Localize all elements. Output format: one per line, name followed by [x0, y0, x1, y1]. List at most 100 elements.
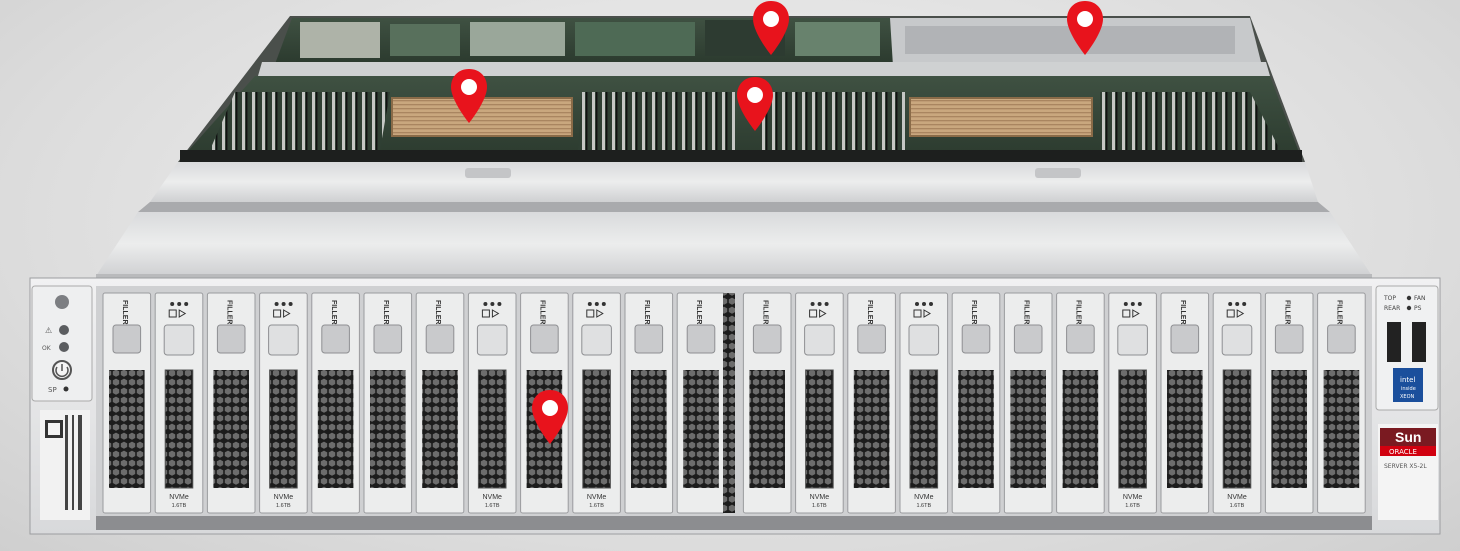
ok-label: OK — [42, 345, 52, 352]
map-pin-icon — [1067, 1, 1103, 55]
vent-grille — [749, 370, 785, 488]
vent-grille — [477, 369, 507, 489]
filler-label: FILLER — [1179, 300, 1186, 325]
usb-port-1[interactable] — [1387, 322, 1401, 362]
svg-text:inside: inside — [1401, 386, 1416, 392]
vent-grille — [582, 369, 611, 489]
filler-label: FILLER — [330, 300, 337, 325]
dimm-memory-hotspot[interactable] — [735, 76, 775, 132]
filler-drive-bay[interactable]: FILLER — [1160, 292, 1210, 514]
filler-drive-bay[interactable]: FILLER — [676, 292, 726, 514]
filler-label: FILLER — [970, 300, 977, 325]
vent-grille — [370, 370, 406, 488]
nvme-drive-bay[interactable]: NVMe 1.6TB — [154, 292, 204, 514]
nvme-label: NVMe — [587, 494, 607, 501]
right-control-panel: TOP FAN REAR PS intel inside XEON Sun OR… — [1375, 285, 1439, 520]
filler-label: FILLER — [382, 300, 389, 325]
center-divider — [723, 293, 735, 513]
vent-grille — [631, 370, 667, 488]
status-label-ps: PS — [1414, 305, 1422, 312]
nvme-drive-bay[interactable]: NVMe 1.6TB — [1108, 292, 1157, 514]
nvme-drive-bay[interactable]: NVMe 1.6TB — [899, 292, 949, 514]
vent-grille — [213, 370, 249, 488]
nvme-label: NVMe — [810, 494, 830, 501]
dimm-bank — [210, 92, 390, 150]
nvme-drive-bay[interactable]: NVMe 1.6TB — [795, 292, 844, 514]
capacity-label: 1.6TB — [1125, 503, 1140, 509]
filler-drive-bay[interactable]: FILLER — [1056, 292, 1105, 514]
vent-grille — [1222, 369, 1252, 489]
vent-grille — [1323, 370, 1360, 488]
filler-drive-bay[interactable]: FILLER — [102, 292, 152, 514]
map-pin-icon — [451, 69, 487, 123]
vent-grille — [1118, 369, 1147, 489]
capacity-label: 1.6TB — [276, 503, 291, 509]
filler-drive-bay[interactable]: FILLER — [624, 292, 674, 514]
oracle-logo: ORACLE — [1389, 448, 1417, 456]
filler-drive-bay[interactable]: FILLER — [415, 292, 465, 514]
usb-port-2[interactable] — [1412, 322, 1426, 362]
filler-drive-bay[interactable]: FILLER — [363, 292, 413, 514]
filler-drive-bay[interactable]: FILLER — [742, 292, 792, 514]
vent-grille — [164, 369, 194, 489]
filler-drive-bay[interactable]: FILLER — [1264, 292, 1314, 514]
filler-label: FILLER — [1022, 300, 1029, 325]
nvme-label: NVMe — [169, 494, 189, 501]
vent-grille — [422, 370, 458, 488]
status-label-fan: FAN — [1414, 295, 1426, 302]
filler-label: FILLER — [866, 300, 873, 325]
map-pin-icon — [532, 390, 568, 444]
filler-label: FILLER — [434, 300, 441, 325]
nvme-drive-bay[interactable]: NVMe 1.6TB — [572, 292, 621, 514]
cpu-heatsink-hotspot[interactable] — [449, 68, 489, 124]
filler-drive-bay[interactable]: FILLER — [951, 292, 1001, 514]
capacity-label: 1.6TB — [812, 503, 827, 509]
vent-grille — [269, 369, 298, 489]
drive-bays: FILLER NVMe 1.6TB FILLER NVMe 1.6TB FILLER FILL… — [102, 292, 1366, 514]
capacity-label: 1.6TB — [172, 503, 187, 509]
vent-grille — [853, 370, 890, 488]
vent-grille — [1167, 370, 1203, 488]
svg-text:XEON: XEON — [1400, 394, 1415, 400]
sp-label: SP — [48, 386, 57, 394]
capacity-label: 1.6TB — [485, 503, 500, 509]
filler-drive-bay[interactable]: FILLER — [847, 292, 896, 514]
pci-riser-hotspot[interactable] — [751, 0, 791, 56]
power-supply-hotspot[interactable] — [1065, 0, 1105, 56]
chassis-interior — [178, 16, 1305, 162]
filler-drive-bay[interactable]: FILLER — [206, 292, 256, 514]
nvme-drive-bay[interactable]: NVMe 1.6TB — [259, 292, 308, 514]
capacity-label: 1.6TB — [589, 503, 604, 509]
nvme-drive-hotspot[interactable] — [530, 389, 570, 445]
filler-label: FILLER — [1283, 300, 1290, 325]
locator-button-icon[interactable] — [55, 295, 69, 309]
filler-drive-bay[interactable]: FILLER — [311, 292, 360, 514]
filler-label: FILLER — [695, 300, 702, 325]
map-pin-icon — [753, 1, 789, 55]
filler-label: FILLER — [1336, 300, 1343, 325]
vent-grille — [109, 370, 145, 488]
status-label-rear: REAR — [1384, 305, 1400, 312]
intel-xeon-badge: intel inside XEON — [1393, 368, 1423, 402]
filler-label: FILLER — [761, 300, 768, 325]
vent-grille — [958, 370, 994, 488]
vent-grille — [805, 369, 834, 489]
nvme-label: NVMe — [274, 494, 294, 501]
chassis-lid — [96, 162, 1372, 280]
nvme-label: NVMe — [1123, 494, 1143, 501]
capacity-label: 1.6TB — [916, 503, 931, 509]
filler-label: FILLER — [539, 300, 546, 325]
filler-label: FILLER — [121, 300, 128, 325]
filler-label: FILLER — [643, 300, 650, 325]
vent-grille — [683, 370, 719, 488]
filler-drive-bay[interactable]: FILLER — [1003, 292, 1053, 514]
filler-drive-bay[interactable]: FILLER — [1317, 292, 1366, 514]
filler-label: FILLER — [225, 300, 232, 325]
nvme-label: NVMe — [914, 494, 934, 501]
vent-grille — [1010, 370, 1046, 488]
svg-text:⚠: ⚠ — [45, 326, 52, 335]
left-control-panel: ⚠ OK SP — [31, 285, 93, 520]
vent-grille — [1062, 370, 1099, 488]
